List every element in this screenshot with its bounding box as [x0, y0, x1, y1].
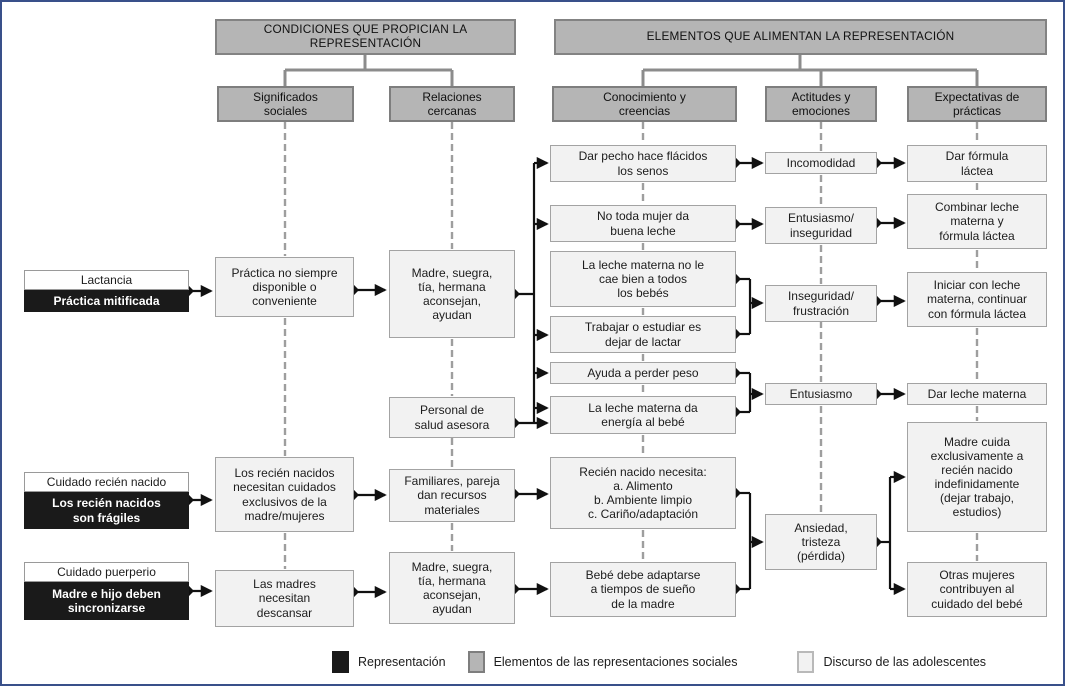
column-header-significados: Significados sociales: [217, 86, 354, 122]
legend-item-representacion: Representación: [332, 651, 446, 673]
node-dar-formula: Dar fórmula láctea: [907, 145, 1047, 182]
node-personal-salud: Personal de salud asesora: [389, 397, 515, 438]
legend-label: Elementos de las representaciones social…: [493, 655, 738, 669]
node-energia-bebe: La leche materna da energía al bebé: [550, 396, 736, 434]
topic-label-recien-nacido: Cuidado recién nacido: [24, 472, 189, 492]
node-madre-cuida: Madre cuida exclusivamente a recién naci…: [907, 422, 1047, 532]
node-madres-descansar: Las madres necesitan descansar: [215, 570, 354, 627]
node-ansiedad-tristeza: Ansiedad, tristeza (pérdida): [765, 514, 877, 570]
legend-swatch-gray: [467, 651, 485, 673]
legend-item-discurso: Discurso de las adolescentes: [797, 651, 986, 673]
node-cuidados-exclusivos: Los recién nacidos necesitan cuidados ex…: [215, 457, 354, 532]
node-familiares-recursos: Familiares, pareja dan recursos material…: [389, 469, 515, 522]
legend: Representación Elementos de las represen…: [332, 648, 986, 676]
representation-lactancia: Práctica mitificada: [24, 290, 189, 312]
node-buena-leche: No toda mujer da buena leche: [550, 205, 736, 242]
node-familia-aconseja: Madre, suegra, tía, hermana aconsejan, a…: [389, 250, 515, 338]
node-recien-nacido-necesita: Recién nacido necesita: a. Alimento b. A…: [550, 457, 736, 529]
node-perder-peso: Ayuda a perder peso: [550, 362, 736, 384]
legend-label: Discurso de las adolescentes: [823, 655, 987, 669]
topic-label-puerperio: Cuidado puerperio: [24, 562, 189, 582]
column-header-actitudes: Actitudes y emociones: [765, 86, 877, 122]
node-trabajar-estudiar: Trabajar o estudiar es dejar de lactar: [550, 316, 736, 353]
node-bebe-adaptarse: Bebé debe adaptarse a tiempos de sueño d…: [550, 562, 736, 617]
section-header-elements: ELEMENTOS QUE ALIMENTAN LA REPRESENTACIÓ…: [554, 19, 1047, 55]
node-otras-mujeres: Otras mujeres contribuyen al cuidado del…: [907, 562, 1047, 617]
legend-item-elementos: Elementos de las representaciones social…: [467, 651, 738, 673]
header-tree-lines: [283, 55, 979, 86]
column-header-expectativas: Expectativas de prácticas: [907, 86, 1047, 122]
legend-swatch-black: [332, 651, 349, 673]
node-entusiasmo: Entusiasmo: [765, 383, 877, 405]
node-entusiasmo-inseguridad: Entusiasmo/ inseguridad: [765, 207, 877, 244]
representation-recien-nacido: Los recién nacidos son frágiles: [24, 492, 189, 529]
node-inseguridad-frustracion: Inseguridad/ frustración: [765, 285, 877, 322]
node-pecho-flacidos: Dar pecho hace flácidos los senos: [550, 145, 736, 182]
node-combinar-leche: Combinar leche materna y fórmula láctea: [907, 194, 1047, 249]
node-no-cae-bien: La leche materna no le cae bien a todos …: [550, 251, 736, 307]
column-header-relaciones: Relaciones cercanas: [389, 86, 515, 122]
node-incomodidad: Incomodidad: [765, 152, 877, 174]
column-header-conocimiento: Conocimiento y creencias: [552, 86, 737, 122]
node-familia-aconseja-2: Madre, suegra, tía, hermana aconsejan, a…: [389, 552, 515, 624]
section-header-conditions: CONDICIONES QUE PROPICIAN LA REPRESENTAC…: [215, 19, 516, 55]
representation-puerperio: Madre e hijo deben sincronizarse: [24, 582, 189, 620]
node-iniciar-leche: Iniciar con leche materna, continuar con…: [907, 272, 1047, 327]
node-practica-no-siempre: Práctica no siempre disponible o conveni…: [215, 257, 354, 317]
node-dar-leche-materna: Dar leche materna: [907, 383, 1047, 405]
topic-label-lactancia: Lactancia: [24, 270, 189, 290]
legend-swatch-light: [797, 651, 815, 673]
legend-label: Representación: [358, 655, 446, 669]
